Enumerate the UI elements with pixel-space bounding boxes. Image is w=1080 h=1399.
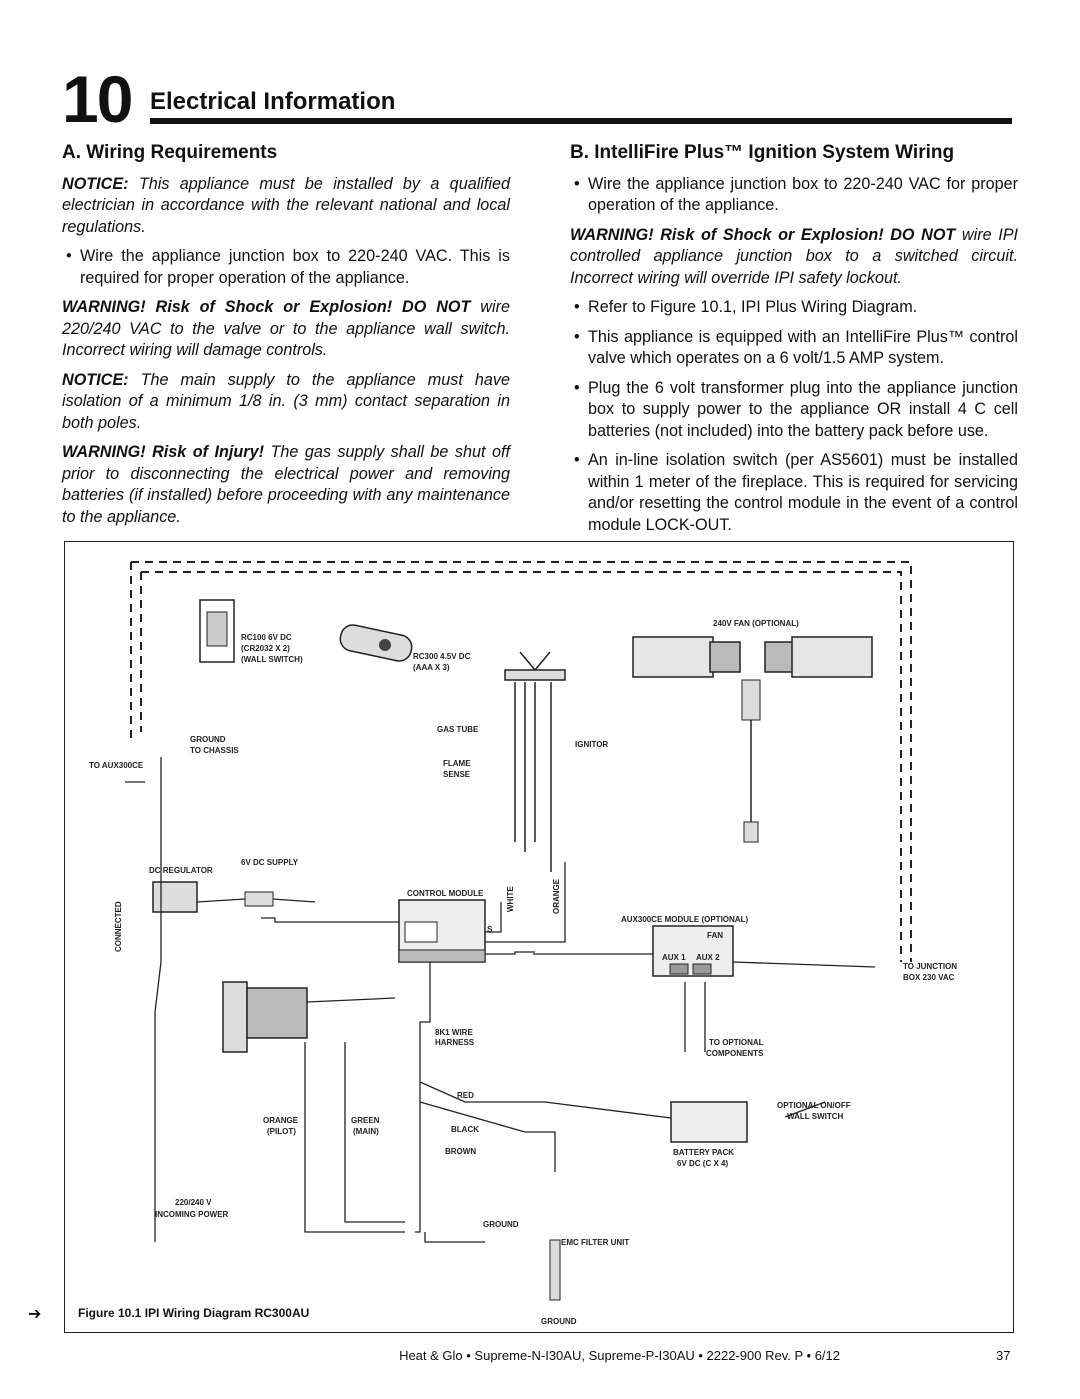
label-control-module: CONTROL MODULE	[407, 889, 484, 898]
bullet-junction-box: Wire the appliance junction box to 220-2…	[62, 246, 510, 289]
label-rc100: RC100 6V DC	[241, 633, 292, 642]
wiring-requirements-section: A. Wiring Requirements NOTICE: This appl…	[62, 142, 510, 536]
label-ground-chassis-2: TO CHASSIS	[190, 746, 239, 755]
label-harness-2: HARNESS	[435, 1038, 475, 1047]
label-aux-fan: FAN	[707, 931, 723, 940]
label-dc-regulator: DC REGULATOR	[149, 866, 213, 875]
bullet-junction-box-right: Wire the appliance junction box to 220-2…	[570, 174, 1018, 217]
warning-right-text: wire IPI controlled appliance junction b…	[570, 225, 1018, 287]
notice-1-lead: NOTICE:	[62, 174, 129, 193]
warning-right: WARNING! Risk of Shock or Explosion! DO …	[570, 225, 1018, 290]
warning-2: WARNING! Risk of Injury! The gas supply …	[62, 442, 510, 528]
rc300-remote	[339, 624, 413, 662]
ignition-wiring-section: B. IntelliFire Plus™ Ignition System Wir…	[570, 142, 1018, 544]
bullet-transformer: Plug the 6 volt transformer plug into th…	[570, 378, 1018, 443]
dc-regulator	[152, 881, 274, 913]
emc-filter	[549, 1239, 561, 1301]
gas-valve	[222, 981, 308, 1053]
label-ground: GROUND	[483, 1220, 519, 1229]
footer-text: Heat & Glo • Supreme-N-I30AU, Supreme-P-…	[399, 1348, 840, 1363]
label-rc300-cells: (AAA X 3)	[413, 663, 450, 672]
label-s: S	[487, 925, 493, 934]
label-orange-pilot: ORANGE	[263, 1116, 299, 1125]
label-incoming-2: INCOMING POWER	[155, 1210, 229, 1219]
rc100-wall-switch	[199, 599, 235, 663]
notice-2-text: The main supply to the appliance must ha…	[62, 370, 510, 432]
label-ground-chassis-1: GROUND	[190, 735, 226, 744]
title-rule	[150, 118, 1012, 124]
fan-unit	[632, 636, 873, 678]
bullet-intellifire: This appliance is equipped with an Intel…	[570, 327, 1018, 370]
pilot-assembly	[504, 651, 566, 872]
label-black: BLACK	[451, 1125, 479, 1134]
arrow-right-icon: ➔	[28, 1306, 42, 1323]
label-aux2: AUX 2	[696, 953, 720, 962]
label-rc100-type: (WALL SWITCH)	[241, 655, 303, 664]
warning-2-text: The gas supply shall be shut off prior t…	[62, 443, 510, 526]
notice-1-text: This appliance must be installed by a qu…	[62, 174, 510, 236]
bullet-refer-figure: Refer to Figure 10.1, IPI Plus Wiring Di…	[570, 297, 1018, 319]
label-brown: BROWN	[445, 1147, 476, 1156]
control-module	[398, 899, 486, 963]
warning-right-lead: WARNING! Risk of Shock or Explosion! DO …	[570, 225, 956, 244]
figure-caption: Figure 10.1 IPI Wiring Diagram RC300AU	[78, 1306, 310, 1320]
label-pilot: (PILOT)	[267, 1127, 296, 1136]
label-ground-bottom: GROUND	[541, 1317, 577, 1326]
label-harness-1: 8K1 WIRE	[435, 1028, 473, 1037]
label-white: WHITE	[506, 886, 515, 912]
warning-1-lead: WARNING! Risk of Shock or Explosion! DO …	[62, 298, 471, 316]
wiring-diagram-svg: RC100 6V DC (CR2032 X 2) (WALL SWITCH) R…	[89, 561, 957, 1326]
aux-module	[652, 925, 734, 977]
label-green-main: GREEN	[351, 1116, 380, 1125]
label-opt-switch-1: OPTIONAL ON/OFF	[777, 1101, 851, 1110]
label-battery-2: 6V DC (C X 4)	[677, 1159, 728, 1168]
label-box-230: BOX 230 VAC	[903, 973, 955, 982]
warning-2-lead: WARNING! Risk of Injury!	[62, 443, 264, 461]
notice-2-lead: NOTICE:	[62, 370, 129, 389]
label-opt-switch-2: WALL SWITCH	[787, 1112, 844, 1121]
notice-1: NOTICE: This appliance must be installed…	[62, 174, 510, 239]
label-red: RED	[457, 1091, 474, 1100]
chapter-number: 10	[62, 62, 133, 136]
label-to-optional: TO OPTIONAL	[709, 1038, 764, 1047]
label-flame: FLAME	[443, 759, 471, 768]
section-a-heading: A. Wiring Requirements	[62, 142, 278, 163]
bullet-isolation-switch: An in-line isolation switch (per AS5601)…	[570, 450, 1018, 536]
label-main: (MAIN)	[353, 1127, 379, 1136]
battery-pack	[670, 1101, 748, 1143]
section-b-heading: B. IntelliFire Plus™ Ignition System Wir…	[570, 142, 955, 163]
label-to-junction: TO JUNCTION	[903, 962, 957, 971]
label-ignitor: IGNITOR	[575, 740, 608, 749]
label-aux-module: AUX300CE MODULE (OPTIONAL)	[621, 915, 748, 924]
label-battery-1: BATTERY PACK	[673, 1148, 734, 1157]
label-emc: EMC FILTER UNIT	[561, 1238, 629, 1247]
label-6v-supply: 6V DC SUPPLY	[241, 858, 299, 867]
warning-1: WARNING! Risk of Shock or Explosion! DO …	[62, 297, 510, 362]
page-number: 37	[996, 1348, 1011, 1363]
chapter-title: Electrical Information	[150, 88, 396, 115]
label-orange: ORANGE	[552, 878, 561, 914]
notice-2: NOTICE: The main supply to the appliance…	[62, 370, 510, 435]
label-sense: SENSE	[443, 770, 471, 779]
label-incoming-1: 220/240 V	[175, 1198, 212, 1207]
label-gas-tube: GAS TUBE	[437, 725, 479, 734]
label-fan: 240V FAN (OPTIONAL)	[713, 619, 799, 628]
label-rc100-cells: (CR2032 X 2)	[241, 644, 290, 653]
label-aux1: AUX 1	[662, 953, 686, 962]
label-to-aux: TO AUX300CE	[89, 761, 144, 770]
wiring-diagram: RC100 6V DC (CR2032 X 2) (WALL SWITCH) R…	[64, 541, 1014, 1333]
label-connected: CONNECTED	[114, 901, 123, 952]
warning-1-text: wire 220/240 VAC to the valve or to the …	[62, 298, 510, 359]
label-components: COMPONENTS	[706, 1049, 764, 1058]
label-rc300: RC300 4.5V DC	[413, 652, 471, 661]
